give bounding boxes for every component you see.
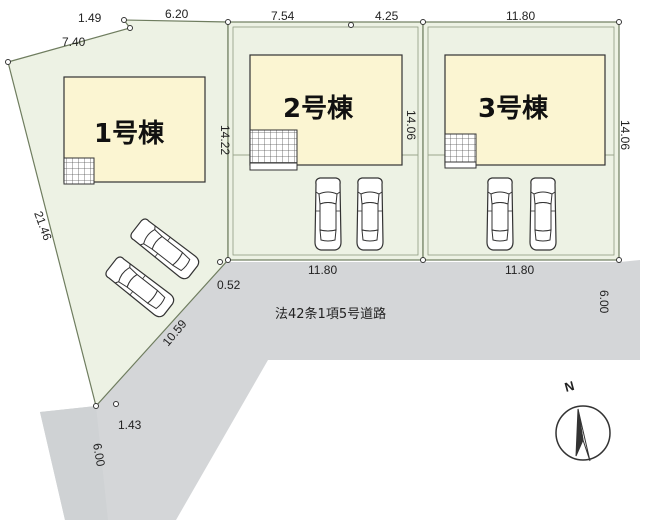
building-2-label: 2号棟	[283, 94, 354, 124]
dim-11-80-top: 11.80	[506, 9, 535, 23]
building-1-label: 1号棟	[94, 119, 165, 149]
car-icon	[356, 177, 384, 251]
dim-7-54: 7.54	[271, 9, 295, 23]
north-label: N	[563, 378, 576, 395]
building-1-entrance	[63, 157, 95, 185]
dim-6-00-left: 6.00	[90, 442, 108, 468]
building-2-step	[249, 162, 298, 171]
car-icon	[314, 177, 342, 251]
dim-11-80-bottom-right: 11.80	[505, 263, 534, 277]
road-side-strip	[40, 406, 108, 520]
lot-3-inner-line	[427, 26, 615, 256]
dim-1-49: 1.49	[78, 11, 102, 25]
dim-14-22: 14.22	[218, 125, 232, 155]
dim-1-43: 1.43	[118, 418, 142, 432]
lot-2-inner-line	[232, 26, 419, 256]
dim-4-25: 4.25	[375, 9, 399, 23]
building-3: 3号棟	[444, 54, 606, 169]
car-icon	[486, 177, 514, 251]
car-icon	[529, 177, 557, 251]
road-label: 法42条1項5号道路	[275, 306, 386, 322]
road-main	[40, 260, 640, 520]
building-2: 2号棟	[249, 54, 403, 171]
dim-7-40: 7.40	[62, 35, 86, 49]
dim-14-06-mid: 14.06	[404, 110, 418, 140]
dim-14-06-right: 14.06	[618, 120, 632, 150]
building-3-entrance	[444, 133, 477, 163]
north-arrow-icon: N	[555, 378, 611, 462]
building-3-step	[444, 161, 477, 169]
building-3-label: 3号棟	[478, 94, 549, 124]
building-2-entrance	[249, 129, 298, 164]
building-1: 1号棟	[63, 76, 206, 185]
road-area	[40, 260, 640, 520]
dim-0-52: 0.52	[217, 278, 241, 292]
dim-11-80-bottom-left: 11.80	[308, 263, 337, 277]
dim-6-20: 6.20	[165, 7, 189, 21]
boundary-markers	[5, 17, 622, 409]
dim-6-00-right: 6.00	[597, 290, 611, 314]
